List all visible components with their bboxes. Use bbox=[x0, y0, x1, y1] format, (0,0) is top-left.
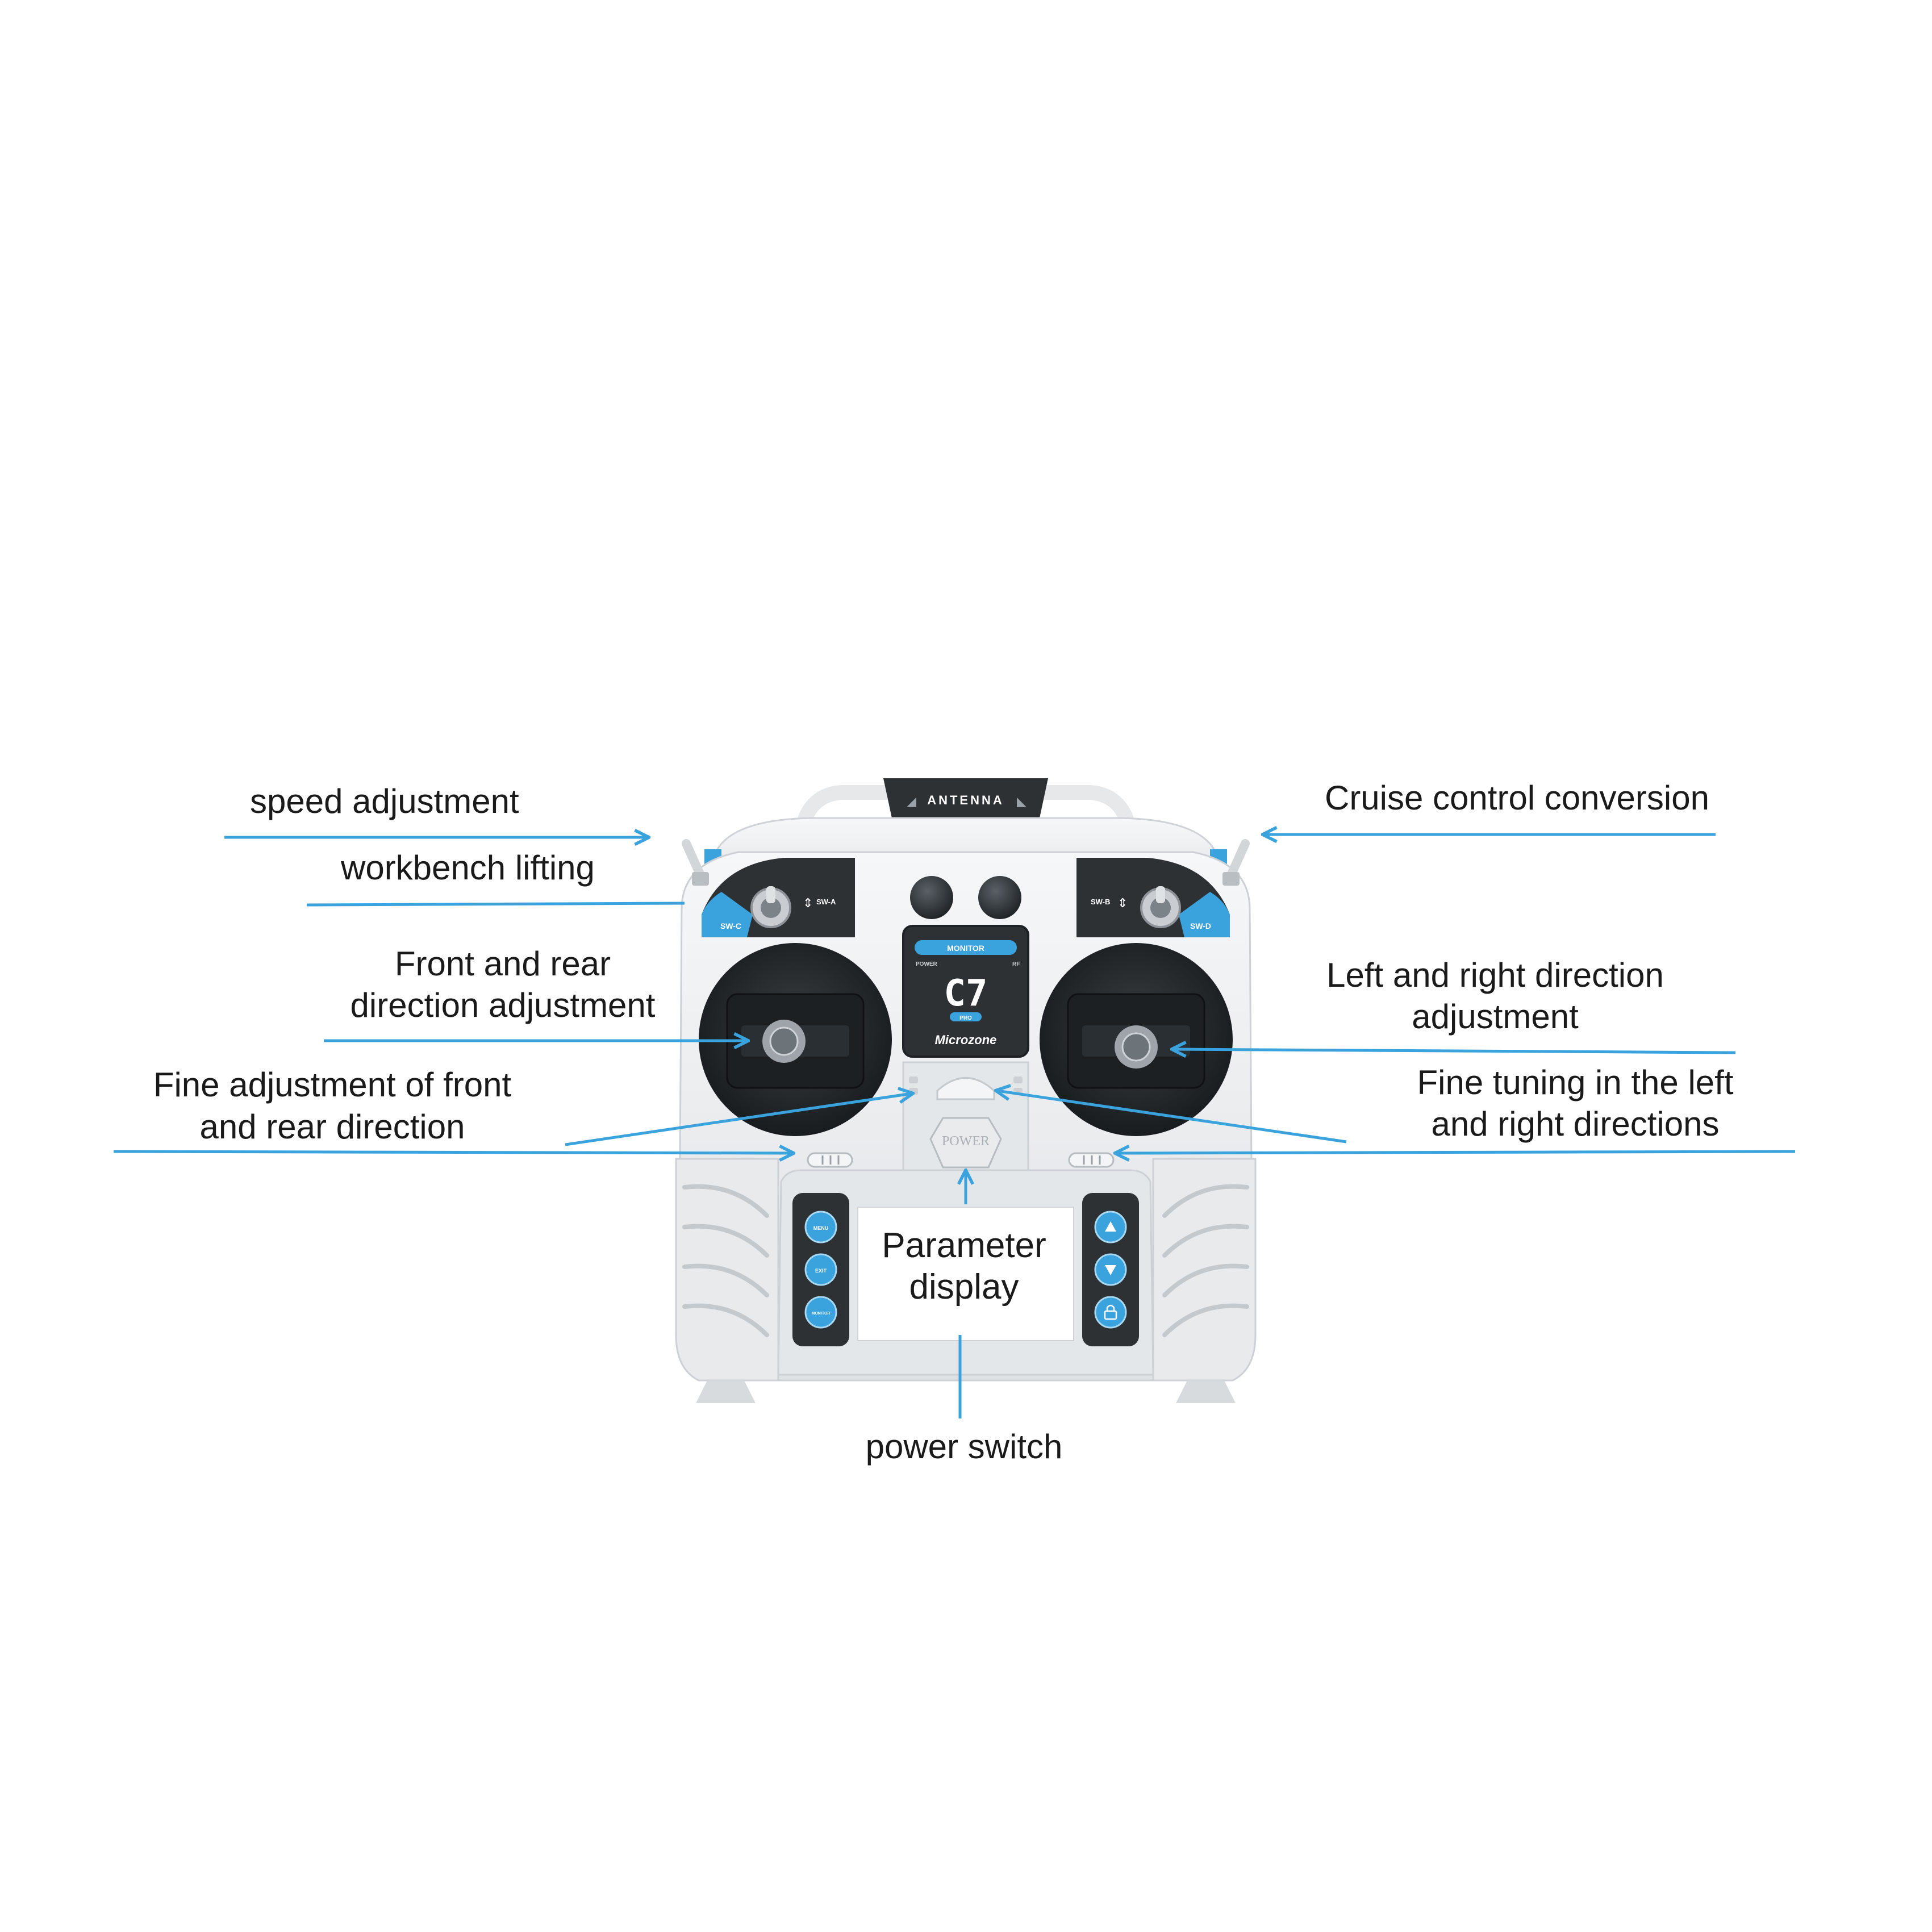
right-gimbal bbox=[1040, 943, 1233, 1136]
antenna-cap: ANTENNA ◢ ◣ bbox=[883, 778, 1048, 818]
center-lcd: MONITOR POWER RF C7 PRO Microzone bbox=[902, 925, 1029, 1058]
leader-left-right-adjustment bbox=[1173, 1049, 1736, 1053]
up-arrow-icon bbox=[1105, 1221, 1116, 1232]
antenna-label: ANTENNA bbox=[927, 793, 1004, 807]
label-parameter-display-line1: Parameter bbox=[882, 1226, 1046, 1265]
label-workbench-lifting: workbench lifting bbox=[340, 849, 595, 887]
power-button-label: POWER bbox=[942, 1134, 990, 1149]
right-lower-trim[interactable] bbox=[1068, 1152, 1115, 1168]
right-grip bbox=[1152, 1158, 1257, 1382]
cruise-control-lever[interactable] bbox=[1222, 839, 1250, 886]
right-top-knob[interactable] bbox=[978, 876, 1021, 919]
transmitter-body: ANTENNA ◢ ◣ ME bbox=[675, 778, 1257, 1403]
left-grip bbox=[675, 1158, 779, 1382]
left-stick[interactable] bbox=[762, 1020, 806, 1063]
switch-a-arrows-icon: ⇕ bbox=[803, 896, 813, 910]
left-lower-trim[interactable] bbox=[807, 1152, 853, 1168]
leader-fine-left-right-upper bbox=[997, 1091, 1347, 1144]
down-button[interactable] bbox=[1094, 1253, 1127, 1286]
label-left-right-line2: adjustment bbox=[1412, 998, 1579, 1036]
left-top-knob[interactable] bbox=[910, 876, 953, 919]
right-foot bbox=[1176, 1380, 1236, 1403]
monitor-button-label: MONITOR bbox=[812, 1312, 831, 1316]
leader-fine-front-rear-upper bbox=[565, 1094, 912, 1146]
callout-leaders bbox=[113, 834, 1796, 1418]
label-front-rear-line1: Front and rear bbox=[395, 945, 611, 983]
leader-fine-left-right-lower bbox=[1116, 1151, 1796, 1153]
lcd-model-sub: PRO bbox=[959, 1015, 972, 1021]
label-power-switch: power switch bbox=[866, 1428, 1063, 1466]
switch-c-label: SW-C bbox=[720, 921, 741, 930]
lock-button[interactable] bbox=[1094, 1296, 1127, 1329]
switch-d-toggle[interactable] bbox=[1140, 886, 1181, 928]
lcd-power-label: POWER bbox=[916, 961, 938, 967]
switch-d-label: SW-D bbox=[1190, 921, 1211, 930]
label-left-right-line1: Left and right direction bbox=[1326, 956, 1664, 994]
left-foot bbox=[696, 1380, 756, 1403]
exit-button[interactable]: EXIT bbox=[804, 1253, 837, 1286]
callout-labels: speed adjustment workbench lifting Front… bbox=[153, 779, 1734, 1466]
lock-icon bbox=[1104, 1310, 1117, 1320]
right-rocker-trim[interactable] bbox=[1013, 1076, 1023, 1083]
menu-button[interactable]: MENU bbox=[804, 1211, 837, 1244]
menu-button-label: MENU bbox=[813, 1225, 829, 1231]
lcd-model: C7 bbox=[944, 973, 987, 1015]
parameter-display-screen bbox=[857, 1207, 1074, 1341]
leader-fine-front-rear-lower bbox=[113, 1151, 792, 1153]
switch-b-arrows-icon: ⇕ bbox=[1117, 896, 1128, 910]
label-front-rear-line2: direction adjustment bbox=[350, 986, 656, 1024]
down-arrow-icon bbox=[1105, 1265, 1116, 1275]
label-parameter-display-line2: display bbox=[909, 1267, 1019, 1307]
wifi-right-icon: ◣ bbox=[1017, 794, 1026, 808]
switch-a-label: SW-A bbox=[816, 898, 836, 906]
label-fine-left-right-line2: and right directions bbox=[1432, 1105, 1720, 1143]
leader-workbench-lifting bbox=[306, 902, 685, 907]
speed-adjustment-lever[interactable] bbox=[682, 839, 709, 886]
lcd-rf-label: RF bbox=[1012, 961, 1020, 967]
left-gimbal bbox=[699, 943, 892, 1136]
label-cruise-control: Cruise control conversion bbox=[1325, 779, 1709, 817]
brand-logo: Microzone bbox=[935, 1033, 997, 1047]
lcd-header: MONITOR bbox=[947, 944, 984, 953]
right-stick[interactable] bbox=[1115, 1025, 1158, 1069]
up-button[interactable] bbox=[1094, 1211, 1127, 1244]
label-fine-left-right-line1: Fine tuning in the left bbox=[1417, 1063, 1733, 1101]
label-fine-front-rear-line2: and rear direction bbox=[200, 1108, 465, 1146]
switch-b-label: SW-B bbox=[1091, 898, 1110, 906]
switch-c-toggle[interactable] bbox=[750, 886, 791, 928]
power-button[interactable]: POWER bbox=[929, 1117, 1002, 1169]
wifi-left-icon: ◢ bbox=[907, 794, 916, 808]
label-fine-front-rear-line1: Fine adjustment of front bbox=[153, 1066, 512, 1104]
exit-button-label: EXIT bbox=[815, 1268, 827, 1274]
left-rocker-trim[interactable] bbox=[909, 1076, 918, 1083]
monitor-button[interactable]: MONITOR bbox=[804, 1296, 837, 1329]
label-speed-adjustment: speed adjustment bbox=[250, 782, 519, 820]
